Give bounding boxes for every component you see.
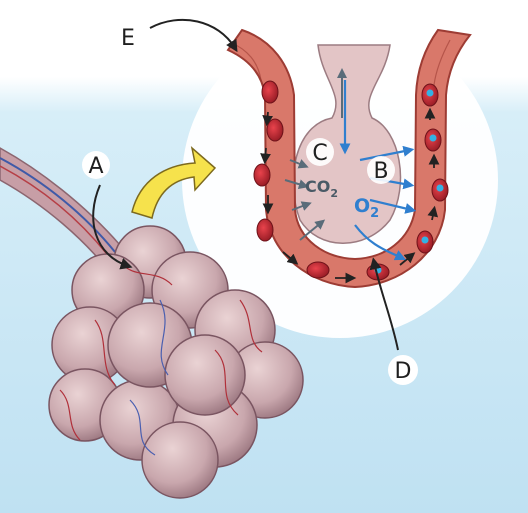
label-e: E	[114, 23, 142, 51]
label-c: C	[306, 138, 334, 166]
label-d: D	[388, 355, 418, 385]
svg-text:A: A	[88, 154, 103, 179]
label-a: A	[82, 151, 110, 179]
svg-text:C: C	[312, 141, 327, 166]
label-b: B	[367, 156, 395, 184]
svg-text:D: D	[395, 359, 412, 384]
svg-text:E: E	[121, 26, 135, 51]
svg-text:B: B	[373, 159, 388, 184]
